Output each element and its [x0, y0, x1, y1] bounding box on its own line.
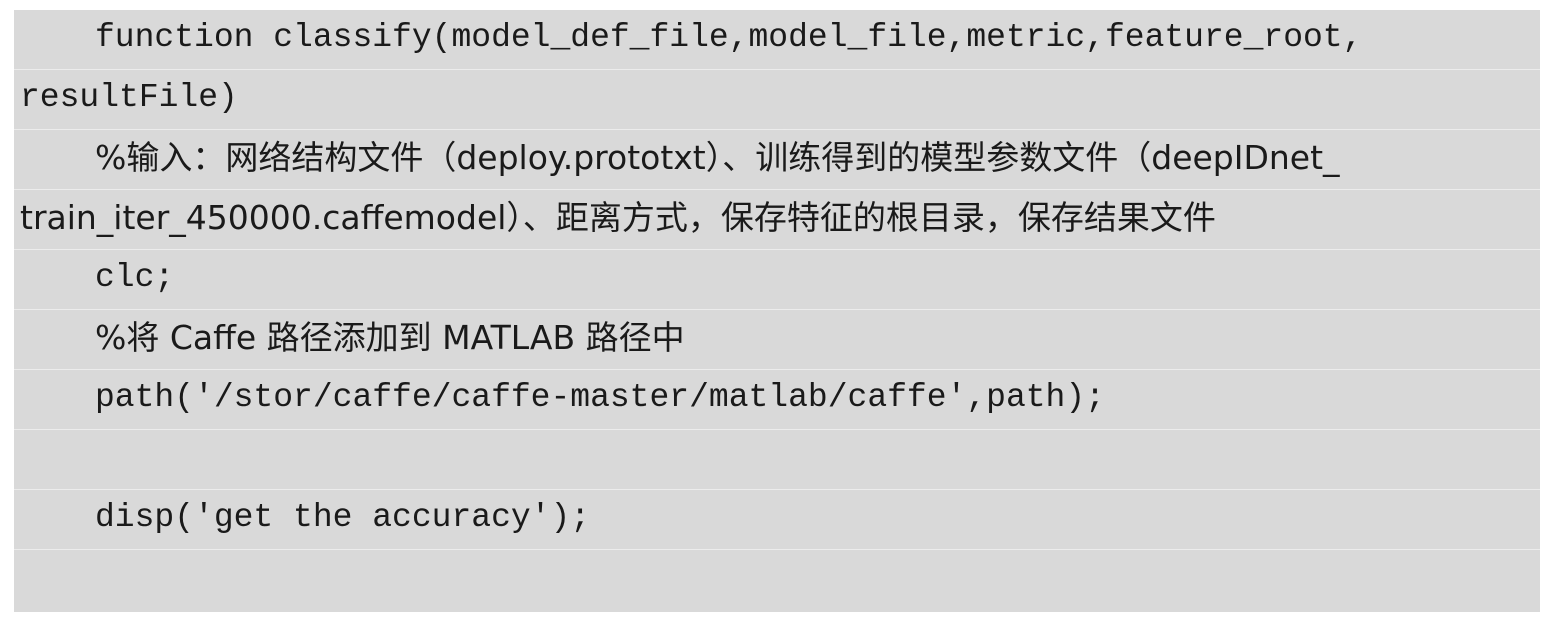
code-line-disp: disp('get the accuracy');	[14, 490, 1540, 550]
code-line-comment-inputs-continued: train_iter_450000.caffemodel）、距离方式，保存特征的…	[14, 190, 1540, 250]
code-line-path: path('/stor/caffe/caffe-master/matlab/ca…	[14, 370, 1540, 430]
code-line-blank	[14, 430, 1540, 490]
code-line-function-signature: function classify(model_def_file,model_f…	[14, 10, 1540, 70]
code-line-function-signature-continued: resultFile)	[14, 70, 1540, 130]
code-line-blank-end	[14, 550, 1540, 610]
code-line-clc: clc;	[14, 250, 1540, 310]
code-block: function classify(model_def_file,model_f…	[14, 10, 1540, 612]
code-line-comment-inputs: %输入：网络结构文件（deploy.prototxt）、训练得到的模型参数文件（…	[14, 130, 1540, 190]
code-line-comment-add-path: %将 Caffe 路径添加到 MATLAB 路径中	[14, 310, 1540, 370]
